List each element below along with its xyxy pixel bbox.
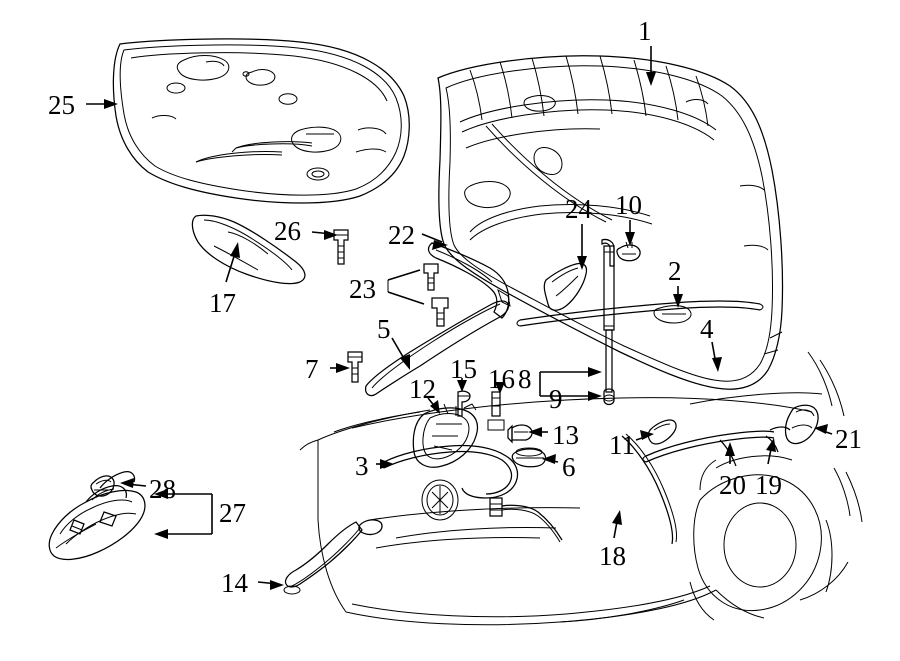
part-bolt-7 <box>347 351 363 383</box>
part-hood-stop-17 <box>191 214 306 285</box>
callout-1: 1 <box>638 16 652 46</box>
part-cable-18 <box>621 433 677 545</box>
part-gas-strut-9 <box>601 238 615 406</box>
part-lock-cylinder-28 <box>90 475 115 497</box>
callout-10: 10 <box>615 190 642 220</box>
part-clip-10 <box>616 241 641 262</box>
car-body-context <box>299 351 863 626</box>
part-release-cable-3 <box>380 444 563 543</box>
callout-13: 13 <box>552 420 579 450</box>
callout-5: 5 <box>377 314 391 344</box>
leader-lines <box>86 46 833 590</box>
callout-4: 4 <box>700 314 714 344</box>
callout-27: 27 <box>219 498 246 528</box>
callout-19: 19 <box>755 470 782 500</box>
callout-16: 16 <box>488 364 515 394</box>
part-clip-16 <box>487 391 505 431</box>
part-cable-20 <box>642 430 775 467</box>
callout-2: 2 <box>668 256 682 286</box>
callout-14: 14 <box>221 568 248 598</box>
part-screw-13 <box>507 424 533 444</box>
part-hinge-24 <box>543 262 588 311</box>
callout-21: 21 <box>835 424 862 454</box>
callout-24: 24 <box>565 194 592 224</box>
callout-11: 11 <box>609 430 635 460</box>
callout-15: 15 <box>450 354 477 384</box>
callout-25: 25 <box>48 90 75 120</box>
part-prop-rod-14 <box>283 519 383 595</box>
part-hood-panel-1 <box>437 55 784 390</box>
part-hood-insulator-25 <box>112 38 410 204</box>
callout-20: 20 <box>719 470 746 500</box>
callout-17: 17 <box>209 288 236 318</box>
part-hinge-11 <box>647 419 677 445</box>
part-support-rod-5 <box>364 288 511 397</box>
part-grommet-6 <box>511 447 547 468</box>
callout-28: 28 <box>149 474 176 504</box>
callout-26: 26 <box>274 216 301 246</box>
part-weatherstrip-4 <box>516 300 764 327</box>
part-hood-edge-22 <box>427 242 510 319</box>
part-clip-15 <box>457 390 471 417</box>
callout-6: 6 <box>562 452 576 482</box>
callout-23: 23 <box>349 274 376 304</box>
callout-3: 3 <box>355 451 369 481</box>
part-latch-12 <box>412 403 479 468</box>
callout-18: 18 <box>599 541 626 571</box>
callout-12: 12 <box>409 374 436 404</box>
part-bolts-23 <box>387 263 449 327</box>
callout-8: 8 <box>518 364 532 394</box>
callout-7: 7 <box>305 354 319 384</box>
callout-22: 22 <box>388 220 415 250</box>
callout-9: 9 <box>549 384 563 414</box>
